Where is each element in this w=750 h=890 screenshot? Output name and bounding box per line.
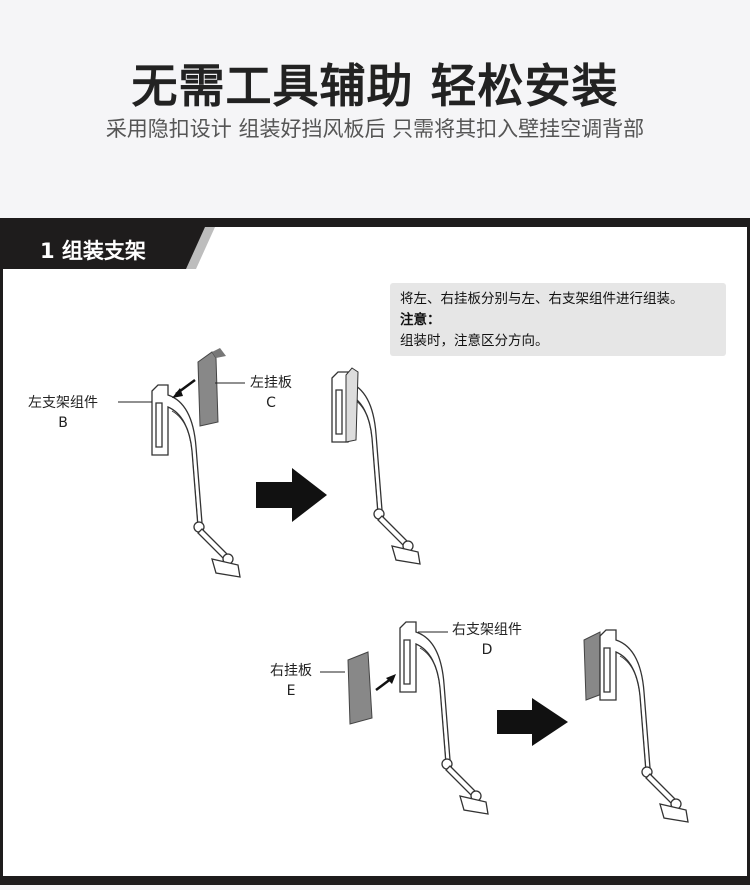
right-plate-label: 右挂板 E	[270, 661, 312, 701]
left-bracket-b	[151, 384, 241, 578]
right-bracket-code: D	[481, 642, 493, 658]
instruction-note: 将左、右挂板分别与左、右支架组件进行组装。 注意： 组装时，注意区分方向。	[390, 283, 726, 356]
note-line2: 组装时，注意区分方向。	[400, 333, 549, 349]
left-bracket-name: 左支架组件	[28, 395, 98, 411]
left-plate-label: 左挂板 C	[250, 373, 292, 413]
note-line1: 将左、右挂板分别与左、右支架组件进行组装。	[400, 291, 684, 307]
page-title: 无需工具辅助 轻松安装	[131, 59, 619, 113]
right-plate-e	[347, 651, 373, 725]
section-title: 1 组装支架	[40, 239, 146, 263]
arrow-right-icon-2	[497, 698, 568, 746]
right-bracket-name: 右支架组件	[452, 622, 522, 638]
note-heading: 注意：	[400, 312, 441, 328]
right-plate-code: E	[286, 683, 296, 699]
section-tab	[0, 227, 215, 269]
left-bracket-code: B	[58, 415, 68, 431]
left-bracket-label: 左支架组件 B	[28, 393, 98, 433]
left-plate-code: C	[266, 395, 276, 411]
right-bracket-label: 右支架组件 D	[452, 620, 522, 660]
right-plate-name: 右挂板	[270, 663, 312, 679]
assembled-left-bracket	[331, 371, 421, 565]
left-plate-name: 左挂板	[250, 375, 292, 391]
page-subtitle: 采用隐扣设计 组装好挡风板后 只需将其扣入壁挂空调背部	[105, 117, 645, 141]
assembled-right-bracket	[599, 629, 689, 823]
arrow-right-icon	[256, 468, 327, 522]
left-plate-c	[197, 351, 219, 427]
